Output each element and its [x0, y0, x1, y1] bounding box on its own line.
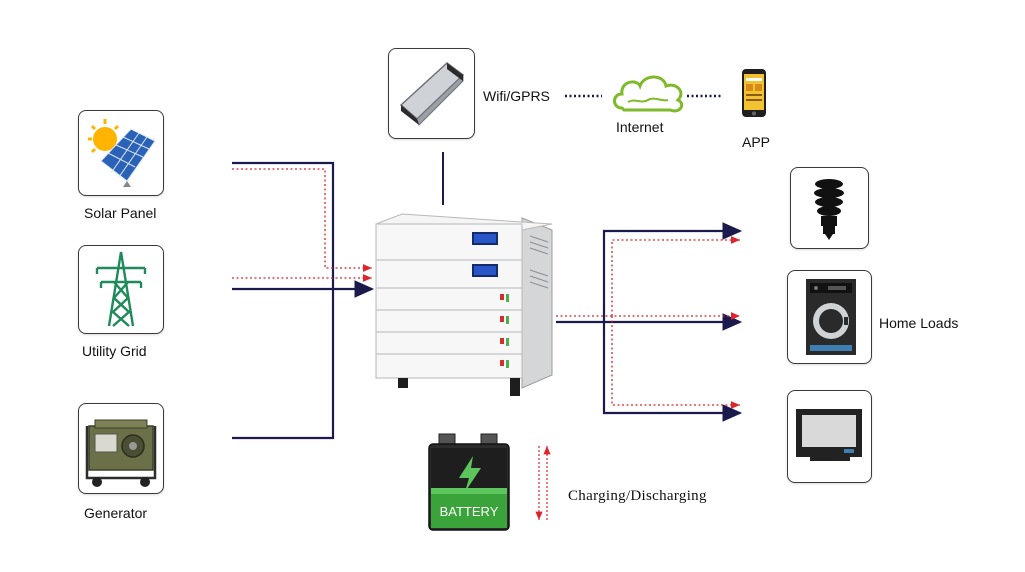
charging-arrows: [535, 446, 551, 520]
generator-icon: [85, 419, 157, 487]
wifi-dongle-icon: [399, 62, 465, 126]
tv-monitor-icon: [796, 409, 862, 461]
washing-machine-card: [787, 270, 872, 364]
utility-grid-label: Utility Grid: [82, 343, 147, 359]
battery-text: BATTERY: [440, 504, 499, 519]
solar-panel-icon: [88, 119, 156, 187]
light-bulb-icon: [814, 179, 844, 240]
wifi-gprs-label: Wifi/GPRS: [483, 88, 550, 104]
energy-storage-cabinet: [375, 213, 553, 396]
wifi-module-card: [388, 48, 475, 139]
generator-label: Generator: [84, 505, 148, 521]
power-tower-icon: [95, 251, 147, 327]
internet-label: Internet: [616, 119, 664, 135]
light-bulb-card: [790, 167, 869, 249]
tv-monitor-card: [787, 390, 872, 483]
generator-card: [78, 403, 164, 494]
utility-grid-card: [78, 245, 164, 334]
cloud-icon: [613, 75, 684, 113]
app-label: APP: [742, 134, 771, 150]
smartphone-icon: [742, 69, 766, 117]
input-signal-lines: [232, 168, 372, 282]
input-power-lines: [232, 161, 375, 440]
output-power-lines: [556, 222, 743, 422]
washing-machine-icon: [806, 279, 856, 355]
solar-panel-card: [78, 110, 164, 196]
solar-panel-label: Solar Panel: [84, 205, 157, 221]
output-signal-lines: [556, 236, 740, 409]
charging-discharging-label: Charging/Discharging: [568, 488, 707, 504]
home-loads-label: Home Loads: [879, 315, 959, 331]
battery-icon: BATTERY: [428, 433, 510, 531]
